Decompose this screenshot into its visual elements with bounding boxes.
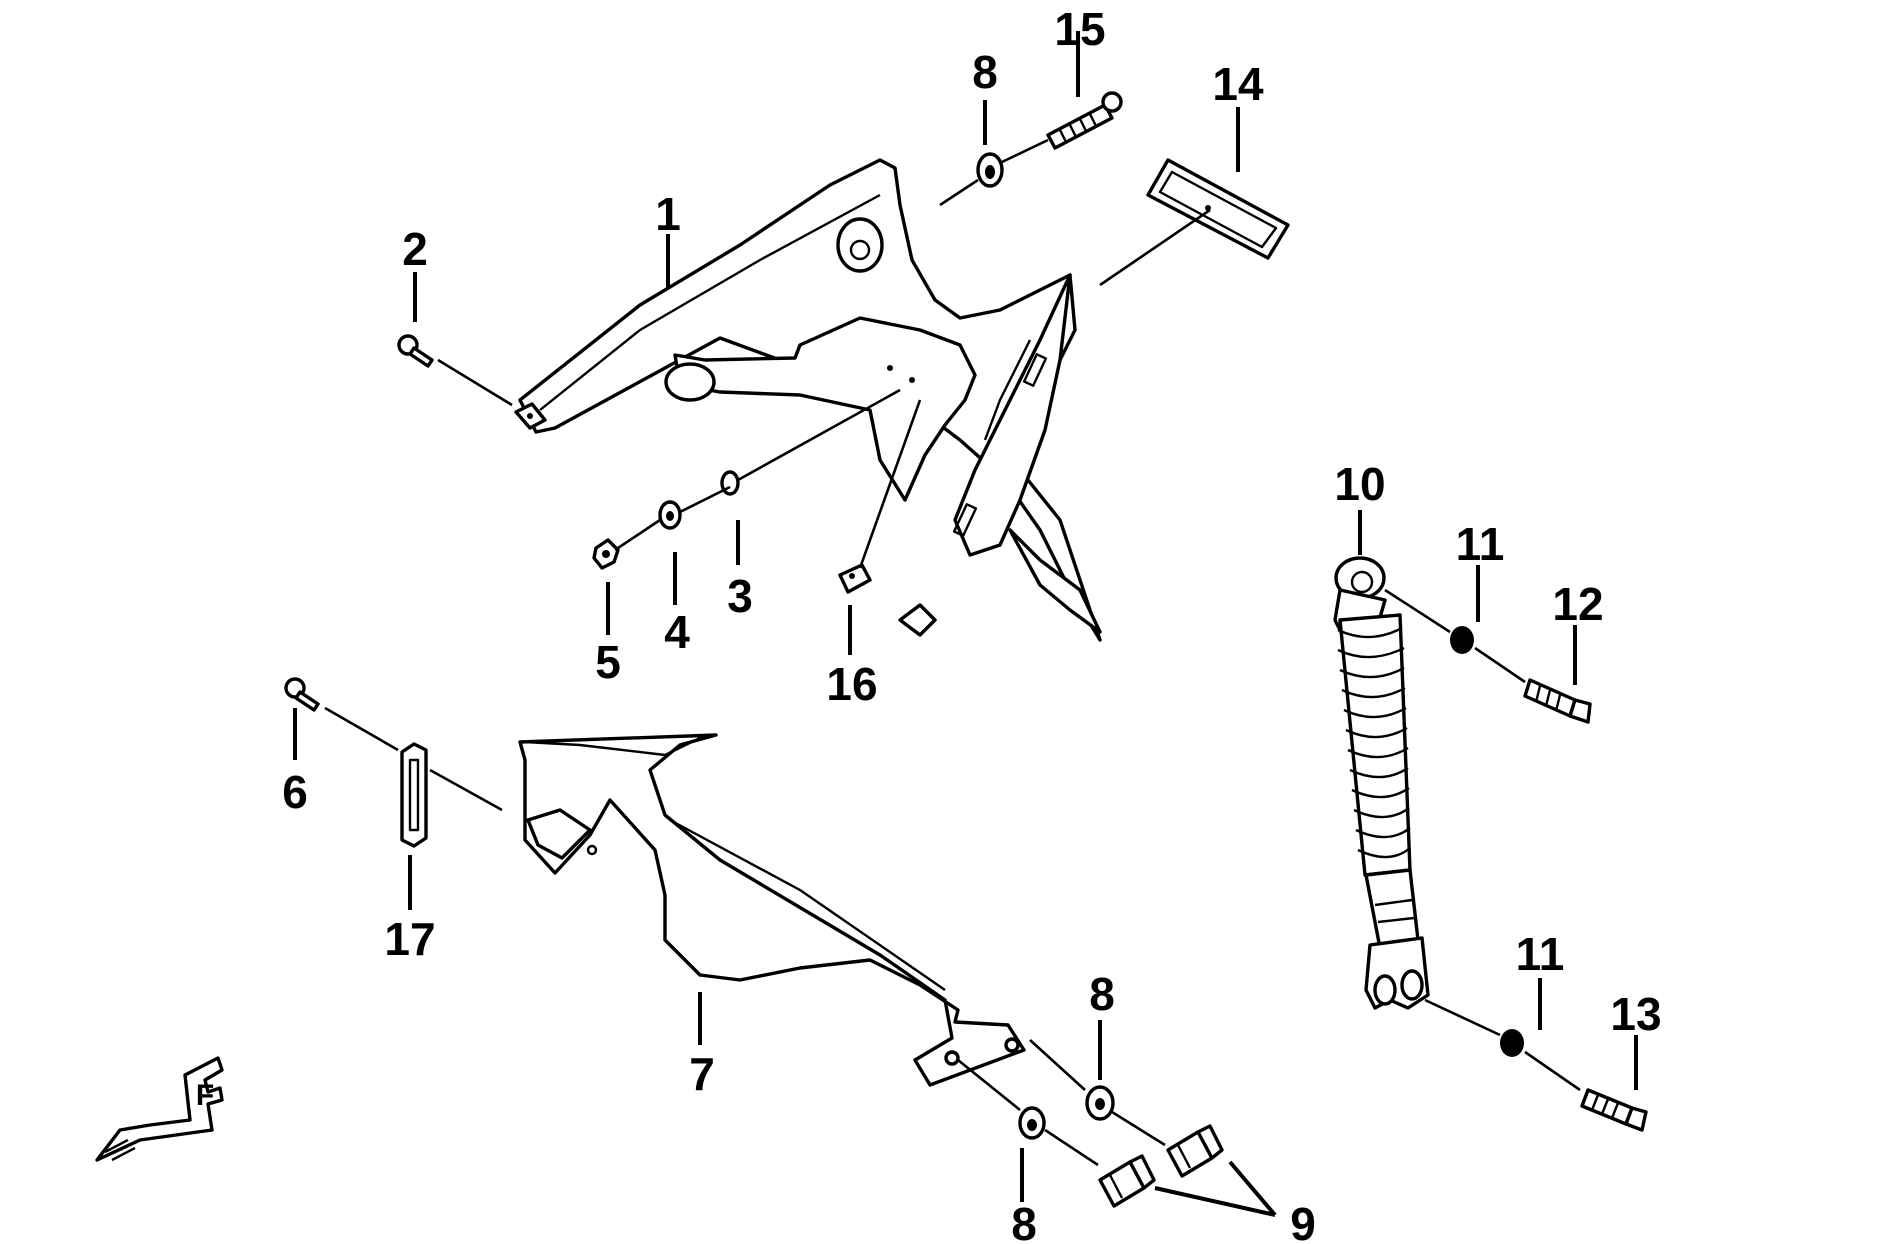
- callout-5: 5: [595, 636, 621, 688]
- dash-line: [429, 768, 503, 812]
- dash-line: [1099, 208, 1211, 287]
- front-direction-arrow-icon: F: [95, 1056, 224, 1162]
- bolt-9-upper-part: [1166, 1124, 1224, 1178]
- dash-line: [1044, 1128, 1099, 1167]
- dash-line: [1384, 588, 1451, 634]
- dash-line: [1029, 1039, 1086, 1091]
- dash-line: [858, 399, 922, 569]
- dash-line: [1111, 1110, 1166, 1147]
- nut-5-part: [592, 538, 620, 570]
- bolt-13-part: [1580, 1088, 1648, 1132]
- dash-line: [1524, 1050, 1581, 1092]
- leader-lines: [293, 31, 1638, 1217]
- direction-marker-label: F: [196, 1079, 214, 1112]
- callout-15: 15: [1054, 3, 1105, 55]
- bolt-12-part: [1523, 678, 1592, 724]
- screw-15-part: [1046, 91, 1123, 150]
- clip-16-part: [838, 563, 872, 594]
- callout-8-right: 8: [1089, 968, 1115, 1020]
- screw-6-part: [284, 677, 320, 712]
- washer-4-part: [658, 500, 682, 530]
- callout-8-left: 8: [1011, 1198, 1037, 1244]
- callout-11-upper: 11: [1456, 518, 1505, 570]
- washer-8-lower-left-part: [1018, 1106, 1046, 1140]
- dash-line: [939, 178, 979, 207]
- washer-8-lower-right-part: [1085, 1085, 1115, 1121]
- callout-3: 3: [727, 570, 753, 622]
- dash-line: [737, 388, 901, 482]
- dash-line: [679, 485, 731, 514]
- callout-7: 7: [689, 1048, 715, 1100]
- washer-8-top-part: [976, 152, 1004, 188]
- callout-8-top: 8: [972, 46, 998, 98]
- dash-line: [1424, 998, 1501, 1037]
- callout-11-lower: 11: [1516, 928, 1565, 980]
- shock-absorber-part: [1333, 556, 1430, 1010]
- callout-1: 1: [655, 188, 681, 240]
- washer-11-lower-part: [1500, 1029, 1524, 1057]
- dash-line: [957, 1058, 1021, 1112]
- callout-9: 9: [1290, 1198, 1316, 1244]
- callout-13: 13: [1610, 988, 1661, 1040]
- callout-14: 14: [1212, 58, 1264, 110]
- bracket-7-part: [518, 733, 1026, 1087]
- bolt-9-lower-part: [1098, 1154, 1156, 1208]
- dash-line: [1474, 646, 1526, 684]
- dash-line: [614, 518, 661, 552]
- callout-16: 16: [826, 658, 877, 710]
- callout-12: 12: [1552, 578, 1603, 630]
- dash-line: [324, 706, 399, 752]
- reflector-part: [1146, 158, 1290, 260]
- washer-11-upper-part: [1450, 626, 1474, 654]
- callout-17: 17: [384, 913, 435, 965]
- callout-6: 6: [282, 766, 308, 818]
- dash-line: [437, 358, 513, 407]
- screw-2-part: [397, 334, 434, 368]
- dash-line: [1001, 138, 1049, 164]
- callout-2: 2: [402, 223, 428, 275]
- strip-17-part: [400, 742, 428, 848]
- callout-10: 10: [1334, 458, 1385, 510]
- callout-4: 4: [664, 606, 690, 658]
